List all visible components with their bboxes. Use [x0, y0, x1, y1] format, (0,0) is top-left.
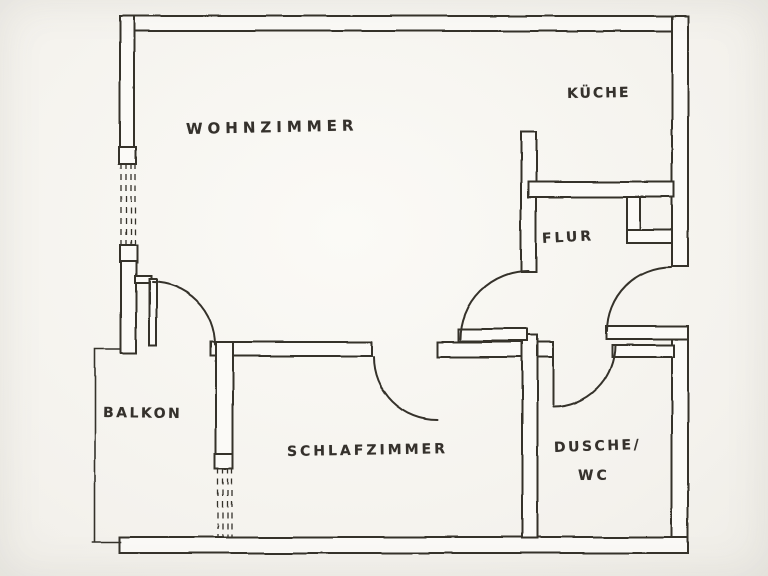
balcony-outline: [92, 348, 122, 543]
door-leaves: [134, 275, 689, 346]
room-label-schlafzimmer: SCHLAFZIMMER: [286, 441, 449, 460]
wall-left-exterior-lower: [120, 260, 137, 354]
room-label-dusche-wc-line1: DUSCHE/: [553, 436, 642, 456]
wall-right-exterior-lower: [671, 329, 689, 554]
entrance-door-arc: [606, 266, 672, 332]
livingroom-door-arc: [459, 270, 529, 340]
wall-kitchen-hall-left: [520, 131, 537, 273]
wall-bottom-exterior: [119, 536, 689, 554]
window-bedroom-balcony: [217, 468, 233, 537]
wall-bedroom-balcony: [215, 341, 234, 457]
window-sill-left-bottom: [119, 244, 138, 263]
wall-bedroom-bath: [521, 334, 538, 539]
wall-middle-left: [210, 341, 373, 357]
wall-right-exterior-upper: [671, 15, 689, 267]
room-label-dusche-wc-line2: WC: [578, 468, 610, 484]
interior-walls: [210, 131, 675, 539]
window-sill-left-top: [118, 146, 137, 165]
wall-kitchen-bottom: [527, 181, 675, 198]
shaft-bottom: [626, 229, 673, 244]
exterior-walls: [118, 15, 689, 554]
windows: [120, 163, 233, 537]
bath-door-arc: [552, 344, 616, 408]
plan-linework: [92, 15, 689, 554]
room-label-balkon: BALKON: [102, 405, 183, 423]
wall-left-exterior-upper: [119, 15, 135, 150]
entrance-door-leaf: [605, 325, 689, 340]
bedroom-door-arc: [373, 356, 438, 421]
room-label-kueche: KÜCHE: [566, 84, 631, 102]
room-label-wohnzimmer: WOHNZIMMER: [185, 116, 359, 138]
room-label-flur: FLUR: [541, 228, 595, 247]
livingroom-door-leaf: [457, 328, 528, 342]
door-swing-arcs: [151, 266, 672, 421]
balcony-door-leaf: [148, 278, 157, 346]
wall-top-exterior: [119, 15, 689, 32]
window-sill-bedroom: [214, 453, 234, 470]
window-livingroom-left: [120, 163, 136, 246]
balcony-door-arc: [151, 281, 216, 346]
wall-bath-top-right: [611, 344, 675, 358]
